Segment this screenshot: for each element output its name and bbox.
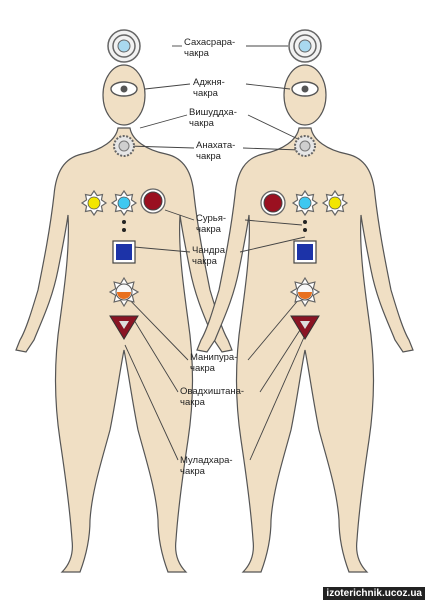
pointer-line [164,209,195,221]
chakra-flower-yellow-left-center [87,196,101,210]
label-anahata: Анахата- чакра [196,140,236,162]
pointer-line [242,147,301,151]
sahasrara-chakra-right-ring [293,34,317,58]
muladhara-chakra-right-inner [300,321,310,329]
pointer-line [124,344,179,461]
figure-front-body [196,127,414,573]
vishuddha-chakra-left-center [118,140,130,152]
chakra-dots-right [303,220,307,224]
ajna-chakra-left-pupil [120,85,128,93]
vishuddha-chakra-right-center [299,140,311,152]
label-sahasrara: Сахасрара- чакра [184,37,236,59]
chakra-dots-left [122,220,126,224]
human-figures [15,64,414,573]
pointer-line [247,114,301,141]
pointer-line [139,114,188,129]
chakra-flower-cyan-right-center [298,196,312,210]
manipura-chakra-right-fill [298,292,312,299]
pointer-line [144,83,191,90]
pointer-line [133,319,179,393]
pointer-line [259,329,301,393]
anahata-chakra-right-center [263,193,283,213]
watermark: izoterichnik.ucoz.ua [323,587,425,600]
sahasrara-chakra-left-ring [112,34,136,58]
label-manipura: Манипура- чакра [190,352,238,374]
chakra-flower-yellow-right-center [328,196,342,210]
manipura-chakra-left-fill [117,292,131,299]
label-chandra: Чандра чакра [192,245,225,267]
pointer-line [249,334,306,461]
pointer-line [247,291,306,361]
anahata-chakra-left-center [143,191,163,211]
pointer-line [245,83,291,90]
pointer-line [121,291,189,361]
pointer-lines [121,45,306,461]
chakra-flower-cyan-left-center [117,196,131,210]
muladhara-chakra-left-inner [119,321,129,329]
sahasrara-chakra-left-center [117,39,131,53]
pointer-line [133,246,191,253]
chakra-symbols [80,29,349,340]
chakra-dots-right [303,228,307,232]
pointer-line [244,219,303,226]
label-surya: Сурья- чакра [196,213,227,235]
label-vishuddha: Вишуддха- чакра [189,107,237,129]
sahasrara-chakra-right-center [298,39,312,53]
figure-back-body [15,127,233,573]
label-svadhisthana: Овадхиштана- чакра [180,386,245,408]
pointer-line [127,145,195,149]
label-ajna: Аджня- чакра [193,77,225,99]
chandra-chakra-left-inner [116,244,132,260]
ajna-chakra-right-pupil [301,85,309,93]
pointer-line [239,236,306,253]
chakra-dots-left [122,228,126,232]
chandra-chakra-right-inner [297,244,313,260]
label-muladhara: Муладхара- чакра [180,455,233,477]
